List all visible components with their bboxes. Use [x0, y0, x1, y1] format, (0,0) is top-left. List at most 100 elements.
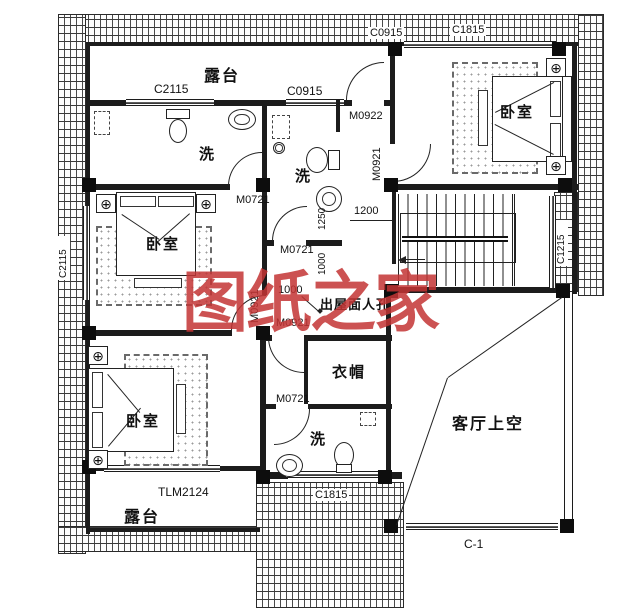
wall — [262, 190, 267, 295]
dimension-line — [350, 220, 392, 222]
diagonal-line — [447, 296, 562, 378]
stair-handrail — [402, 236, 508, 242]
room-label-terrace-bottom: 露台 — [124, 509, 161, 526]
wall — [390, 42, 395, 102]
dim-1000-leader: 1000 — [278, 284, 303, 296]
room-label-bath-top-left: 洗 — [199, 146, 217, 163]
column — [256, 326, 270, 340]
label-m0921-hall: M0921 — [276, 317, 310, 329]
wall — [572, 42, 577, 294]
window-c1 — [406, 523, 558, 530]
column — [256, 470, 270, 484]
dim-1200: 1200 — [354, 205, 379, 217]
wall — [336, 100, 340, 132]
nightstand — [546, 156, 566, 175]
label-m0721-bath2: M0721 — [280, 244, 314, 256]
window-top-bedroom — [404, 41, 556, 48]
wall — [386, 293, 391, 474]
label-c1815-bottom: C1815 — [313, 489, 350, 501]
door-arc — [272, 206, 307, 241]
wall — [392, 287, 558, 293]
label-m0721-bath1: M0721 — [236, 194, 270, 206]
stair-inner-outline — [400, 213, 516, 263]
door-arc — [274, 409, 310, 445]
bed-bench — [134, 278, 182, 288]
floor-drain-box — [360, 412, 376, 426]
sink-icon — [228, 109, 256, 130]
room-label-bath-center: 洗 — [295, 168, 313, 185]
label-c1215-stair: C1215 — [556, 220, 568, 266]
wall — [266, 240, 274, 246]
floor-drain-icon — [273, 142, 285, 154]
column — [556, 284, 570, 298]
bed-bench — [478, 90, 488, 146]
column — [82, 326, 96, 340]
pillow — [550, 81, 561, 117]
wall — [304, 341, 308, 404]
column — [384, 178, 398, 192]
room-label-living-void: 客厅上空 — [452, 416, 525, 433]
wall — [342, 100, 352, 106]
brick-hatch-right — [578, 14, 604, 296]
wall — [86, 184, 230, 190]
sliding-door-tlm2124 — [104, 465, 220, 472]
pillow — [92, 372, 103, 408]
nightstand — [546, 58, 566, 77]
column — [256, 178, 270, 192]
wall — [392, 192, 396, 264]
wall — [306, 240, 342, 246]
label-c0915-terrace: C0915 — [287, 84, 323, 98]
window-c2115-left — [83, 206, 90, 300]
label-m0922: M0922 — [349, 110, 383, 122]
column — [384, 519, 398, 533]
window-c0915 — [286, 99, 344, 106]
wall — [86, 42, 578, 46]
wall-living-right — [564, 294, 573, 528]
door-arc — [268, 337, 304, 373]
sink-icon — [276, 454, 303, 477]
window-c2115 — [126, 99, 214, 106]
column — [82, 178, 96, 192]
room-label-terrace-top: 露台 — [204, 68, 241, 85]
watermark: 图纸之家 — [182, 265, 440, 339]
washer-box — [94, 111, 110, 135]
bed-bench — [176, 384, 186, 434]
wall — [86, 100, 126, 106]
pillow — [92, 412, 103, 448]
toilet-icon — [166, 109, 190, 119]
wall — [308, 404, 392, 409]
bed-headboard — [562, 76, 572, 162]
label-m0721-bath3: M0721 — [276, 393, 310, 405]
column — [384, 284, 398, 298]
pillow — [158, 196, 194, 207]
dim-1250: 1250 — [317, 207, 328, 230]
washer-box — [272, 115, 290, 139]
toilet-icon — [306, 147, 328, 173]
toilet-icon — [336, 464, 352, 473]
wall — [392, 184, 578, 190]
room-label-bath-bottom: 洗 — [310, 431, 328, 448]
label-c1-living: C-1 — [464, 537, 484, 551]
toilet-icon — [328, 150, 340, 170]
column — [558, 178, 572, 192]
nightstand — [88, 346, 108, 365]
sink-icon — [316, 186, 342, 212]
label-c2115-terrace: C2115 — [154, 82, 189, 96]
label-m0921-bedroom-door: M0921 — [371, 147, 383, 181]
brick-hatch-left — [58, 14, 86, 554]
window-c1215 — [549, 196, 556, 288]
brick-hatch-bottom-block — [256, 482, 404, 608]
nightstand — [196, 194, 216, 213]
column — [560, 519, 574, 533]
room-label-bedroom-bottom-left: 卧室 — [126, 413, 161, 430]
label-c0915-top-band: C0915 — [368, 27, 405, 39]
pillow — [120, 196, 156, 207]
wall — [260, 330, 266, 472]
door-arc — [346, 62, 384, 100]
toilet-icon — [169, 119, 187, 143]
column — [388, 42, 402, 56]
wall — [266, 404, 276, 409]
label-c2115-left-band: C2115 — [58, 236, 70, 280]
diagonal-line — [395, 377, 448, 526]
